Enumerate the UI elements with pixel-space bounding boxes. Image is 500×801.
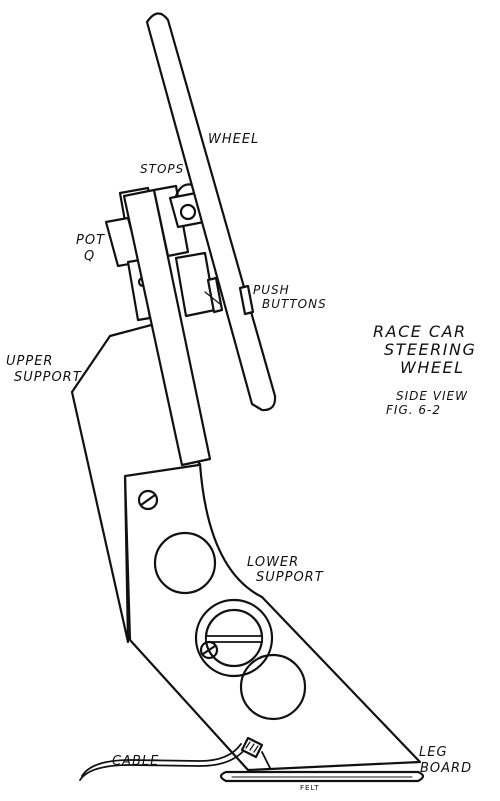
cable-fitting [240, 736, 271, 769]
label-stops: STOPS [140, 162, 185, 176]
figure-title-line-3: WHEEL [400, 358, 465, 377]
lower-support-hole-lower [239, 653, 307, 721]
steering-column [122, 184, 217, 467]
figure-title-line-2: STEERING [384, 340, 477, 359]
figure-view: SIDE VIEW [396, 389, 468, 403]
label-upper-support: UPPER [6, 354, 54, 369]
label-cable: CABLE [112, 754, 160, 769]
adjustment-knob [194, 598, 274, 678]
label-lower-support: LOWER [247, 555, 300, 570]
lower-support-screw-icon [137, 489, 159, 511]
label-leg-board-2: BOARD [420, 761, 473, 776]
label-felt: FELT [300, 784, 320, 792]
label-leg-board: LEG [419, 745, 448, 760]
lower-support-hole-upper [153, 531, 217, 595]
push-buttons [204, 276, 255, 316]
label-upper-support-2: SUPPORT [14, 370, 82, 385]
label-push-buttons: BUTTONS [262, 297, 327, 311]
figure-title-line-1: RACE CAR [373, 322, 467, 341]
felt-pad [219, 770, 425, 783]
figure-number: FIG. 6-2 [386, 403, 441, 417]
label-pot-q: Q [84, 249, 96, 264]
label-push: PUSH [253, 283, 290, 297]
label-pot: POT [76, 233, 106, 248]
cable [79, 736, 271, 781]
steering-wheel-rim [145, 12, 277, 412]
lower-support [123, 462, 422, 772]
label-wheel: WHEEL [208, 132, 260, 147]
label-lower-support-2: SUPPORT [256, 570, 324, 585]
